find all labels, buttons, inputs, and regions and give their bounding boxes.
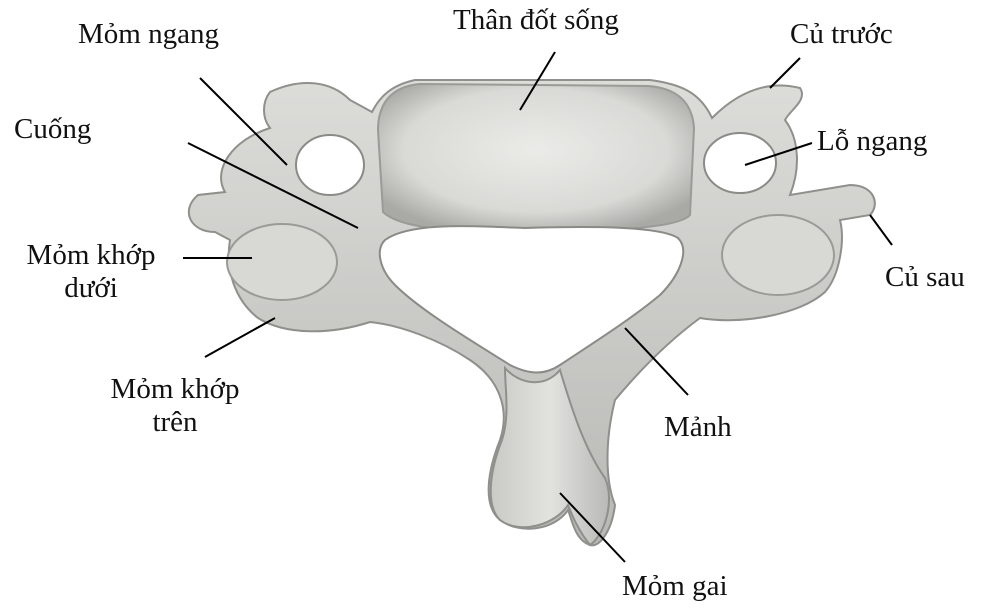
label-mom-gai: Mỏm gai bbox=[622, 570, 728, 603]
label-cuong: Cuống bbox=[14, 113, 91, 146]
articular-facet-right bbox=[722, 215, 834, 295]
label-mom-khop-tren-line1: Mỏm khớp bbox=[90, 373, 260, 406]
label-cu-truoc: Củ trước bbox=[790, 18, 893, 51]
label-manh: Mảnh bbox=[664, 411, 732, 444]
label-mom-ngang: Mỏm ngang bbox=[78, 18, 219, 51]
transverse-foramen-right bbox=[704, 133, 776, 193]
label-mom-khop-duoi-line2: dưới bbox=[6, 272, 176, 305]
label-mom-khop-duoi: Mỏm khớp dưới bbox=[6, 239, 176, 305]
label-mom-khop-tren: Mỏm khớp trên bbox=[90, 373, 260, 439]
leader-line-cu-sau bbox=[870, 215, 892, 245]
label-cu-sau: Củ sau bbox=[885, 261, 965, 294]
label-than-dot-song: Thân đốt sống bbox=[453, 4, 619, 37]
label-mom-khop-tren-line2: trên bbox=[90, 406, 260, 439]
inferior-articular-facet-left bbox=[227, 224, 337, 300]
label-mom-khop-duoi-line1: Mỏm khớp bbox=[6, 239, 176, 272]
leader-line-mom-khop-tren bbox=[205, 318, 275, 357]
leader-line-cu-truoc bbox=[770, 58, 800, 88]
vertebral-body bbox=[378, 84, 694, 231]
transverse-foramen-left bbox=[296, 135, 364, 195]
label-lo-ngang: Lỗ ngang bbox=[817, 125, 927, 158]
